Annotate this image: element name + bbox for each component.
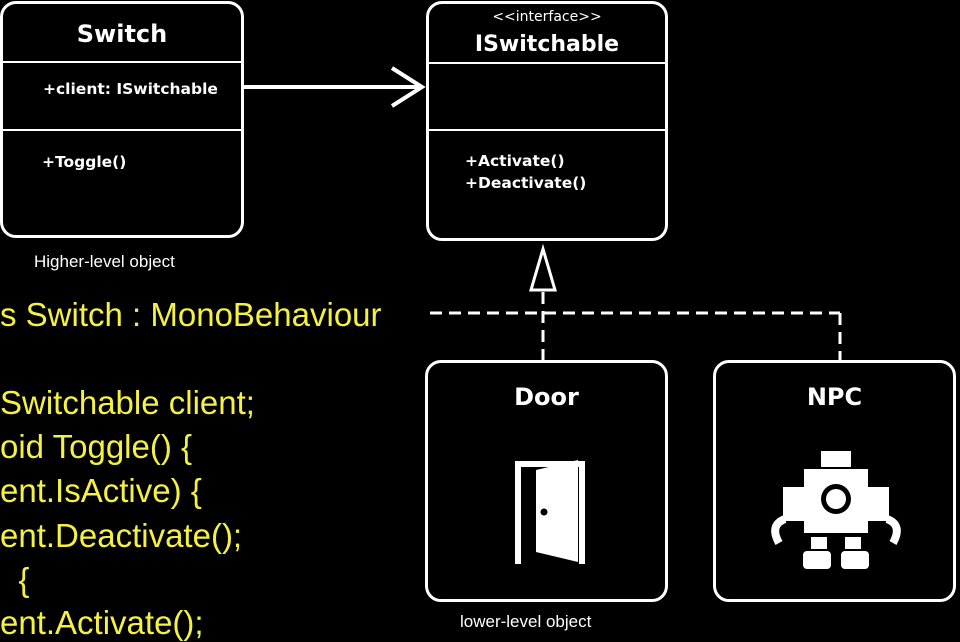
higher-level-caption: Higher-level object	[34, 252, 175, 271]
switch-divider-2	[3, 129, 241, 131]
door-icon	[515, 460, 585, 564]
door-title: Door	[514, 383, 579, 411]
interface-divider-2	[429, 129, 665, 131]
switch-field: +client: ISwitchable	[43, 80, 218, 98]
npc-class-box: NPC	[713, 360, 956, 602]
association-arrowhead	[390, 66, 426, 108]
interface-method-deactivate: +Deactivate()	[465, 174, 587, 192]
interface-title: ISwitchable	[474, 32, 620, 57]
switch-method: +Toggle()	[42, 153, 127, 171]
interface-stereotype: <<interface>>	[492, 9, 602, 25]
realization-arrowhead	[528, 243, 558, 292]
interface-method-activate: +Activate()	[465, 152, 565, 170]
lower-level-caption: lower-level object	[460, 612, 592, 631]
iswitchable-interface-box: <<interface>> ISwitchable +Activate() +D…	[426, 1, 668, 241]
interface-divider-1	[429, 62, 665, 64]
switch-divider-1	[3, 61, 241, 63]
door-class-box: Door	[425, 360, 668, 602]
switch-class-title: Switch	[76, 20, 168, 48]
robot-icon	[771, 451, 901, 569]
npc-title: NPC	[806, 383, 863, 411]
switch-class-box: Switch +client: ISwitchable +Toggle()	[0, 1, 244, 238]
